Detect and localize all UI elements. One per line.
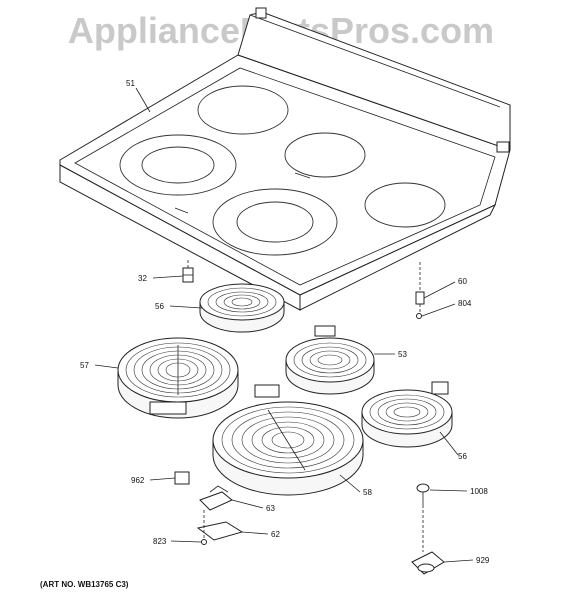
callout-823: 823 [153, 537, 167, 546]
callout-57: 57 [80, 361, 89, 370]
callout-929: 929 [476, 556, 490, 565]
bracket-62[interactable] [196, 521, 244, 541]
callout-56-front: 56 [458, 452, 467, 461]
radiant-element-medium-right[interactable] [285, 325, 375, 395]
screw-804[interactable] [416, 313, 422, 319]
radiant-element-large-left[interactable] [117, 337, 239, 419]
callout-51: 51 [126, 79, 135, 88]
art-number: (ART NO. WB13765 C3) [40, 580, 129, 589]
callout-32: 32 [138, 274, 147, 283]
callout-1008: 1008 [470, 487, 488, 496]
callout-63: 63 [266, 504, 275, 513]
screw-823[interactable] [201, 539, 207, 545]
radiant-element-small-rear[interactable] [199, 283, 285, 333]
callout-58: 58 [363, 488, 372, 497]
leveling-leg-929[interactable] [411, 551, 445, 575]
callout-60: 60 [458, 277, 467, 286]
bracket-63[interactable] [199, 485, 233, 511]
callout-62: 62 [271, 530, 280, 539]
radiant-element-small-front[interactable] [361, 381, 453, 448]
bracket-60[interactable] [415, 291, 425, 305]
screw-1008[interactable] [416, 483, 430, 505]
callout-56-rear: 56 [155, 302, 164, 311]
clip-32[interactable] [182, 267, 194, 283]
callout-804: 804 [458, 299, 472, 308]
glass-cooktop[interactable] [59, 7, 511, 311]
radiant-element-dual-front[interactable] [212, 384, 364, 496]
clip-962[interactable] [174, 471, 190, 485]
callout-962: 962 [131, 476, 145, 485]
callout-53: 53 [398, 350, 407, 359]
